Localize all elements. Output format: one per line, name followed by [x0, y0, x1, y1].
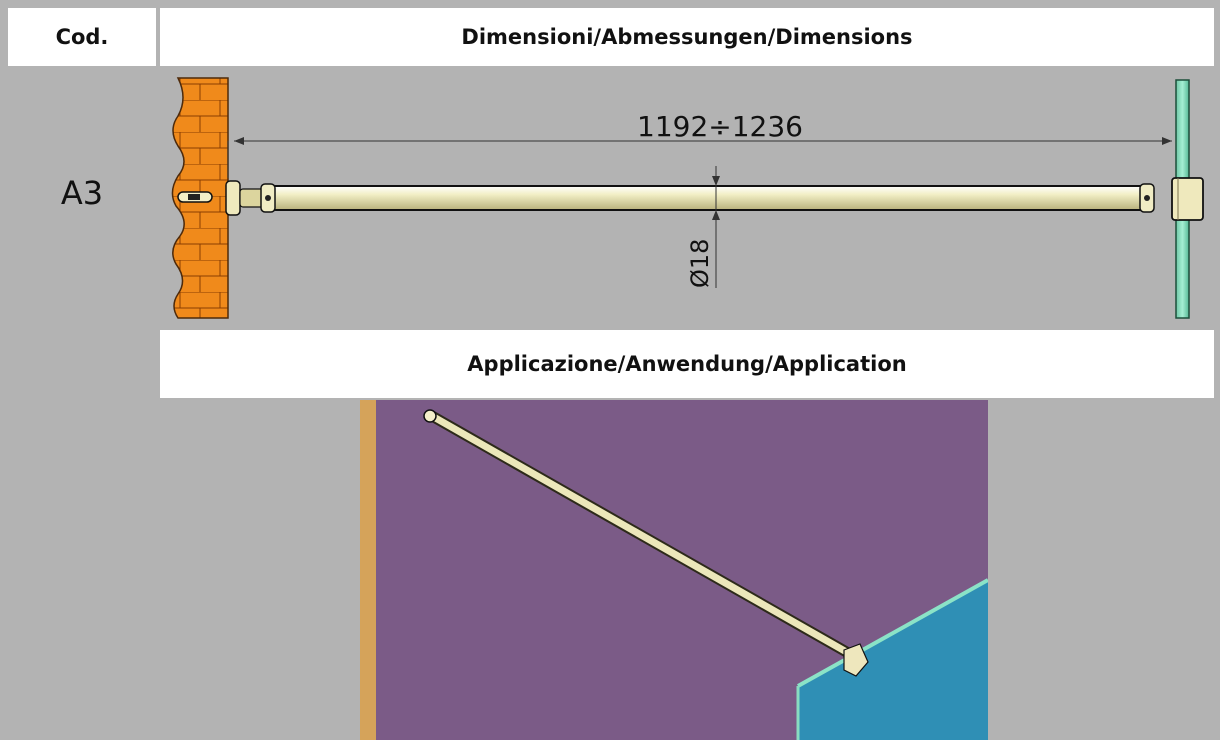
dimension-drawing: 1192÷1236 Ø18: [171, 77, 1204, 319]
code-column-header: Cod.: [8, 8, 156, 66]
dimensions-header: Dimensioni/Abmessungen/Dimensions: [160, 8, 1214, 66]
glass-clamp: [1171, 177, 1204, 221]
left-wall-edge: [360, 400, 376, 740]
application-render: [360, 400, 988, 740]
length-dimension-label: 1192÷1236: [637, 110, 803, 143]
glass-panel-blue: [798, 580, 988, 740]
bar-support: [267, 185, 1153, 211]
application-header: Applicazione/Anwendung/Application: [160, 330, 1214, 398]
code-column: [8, 68, 156, 740]
product-code: A3: [60, 174, 104, 212]
glass-clamp-render: [843, 643, 869, 677]
diameter-dimension-label: Ø18: [686, 239, 714, 288]
wall-connector: [423, 409, 437, 423]
